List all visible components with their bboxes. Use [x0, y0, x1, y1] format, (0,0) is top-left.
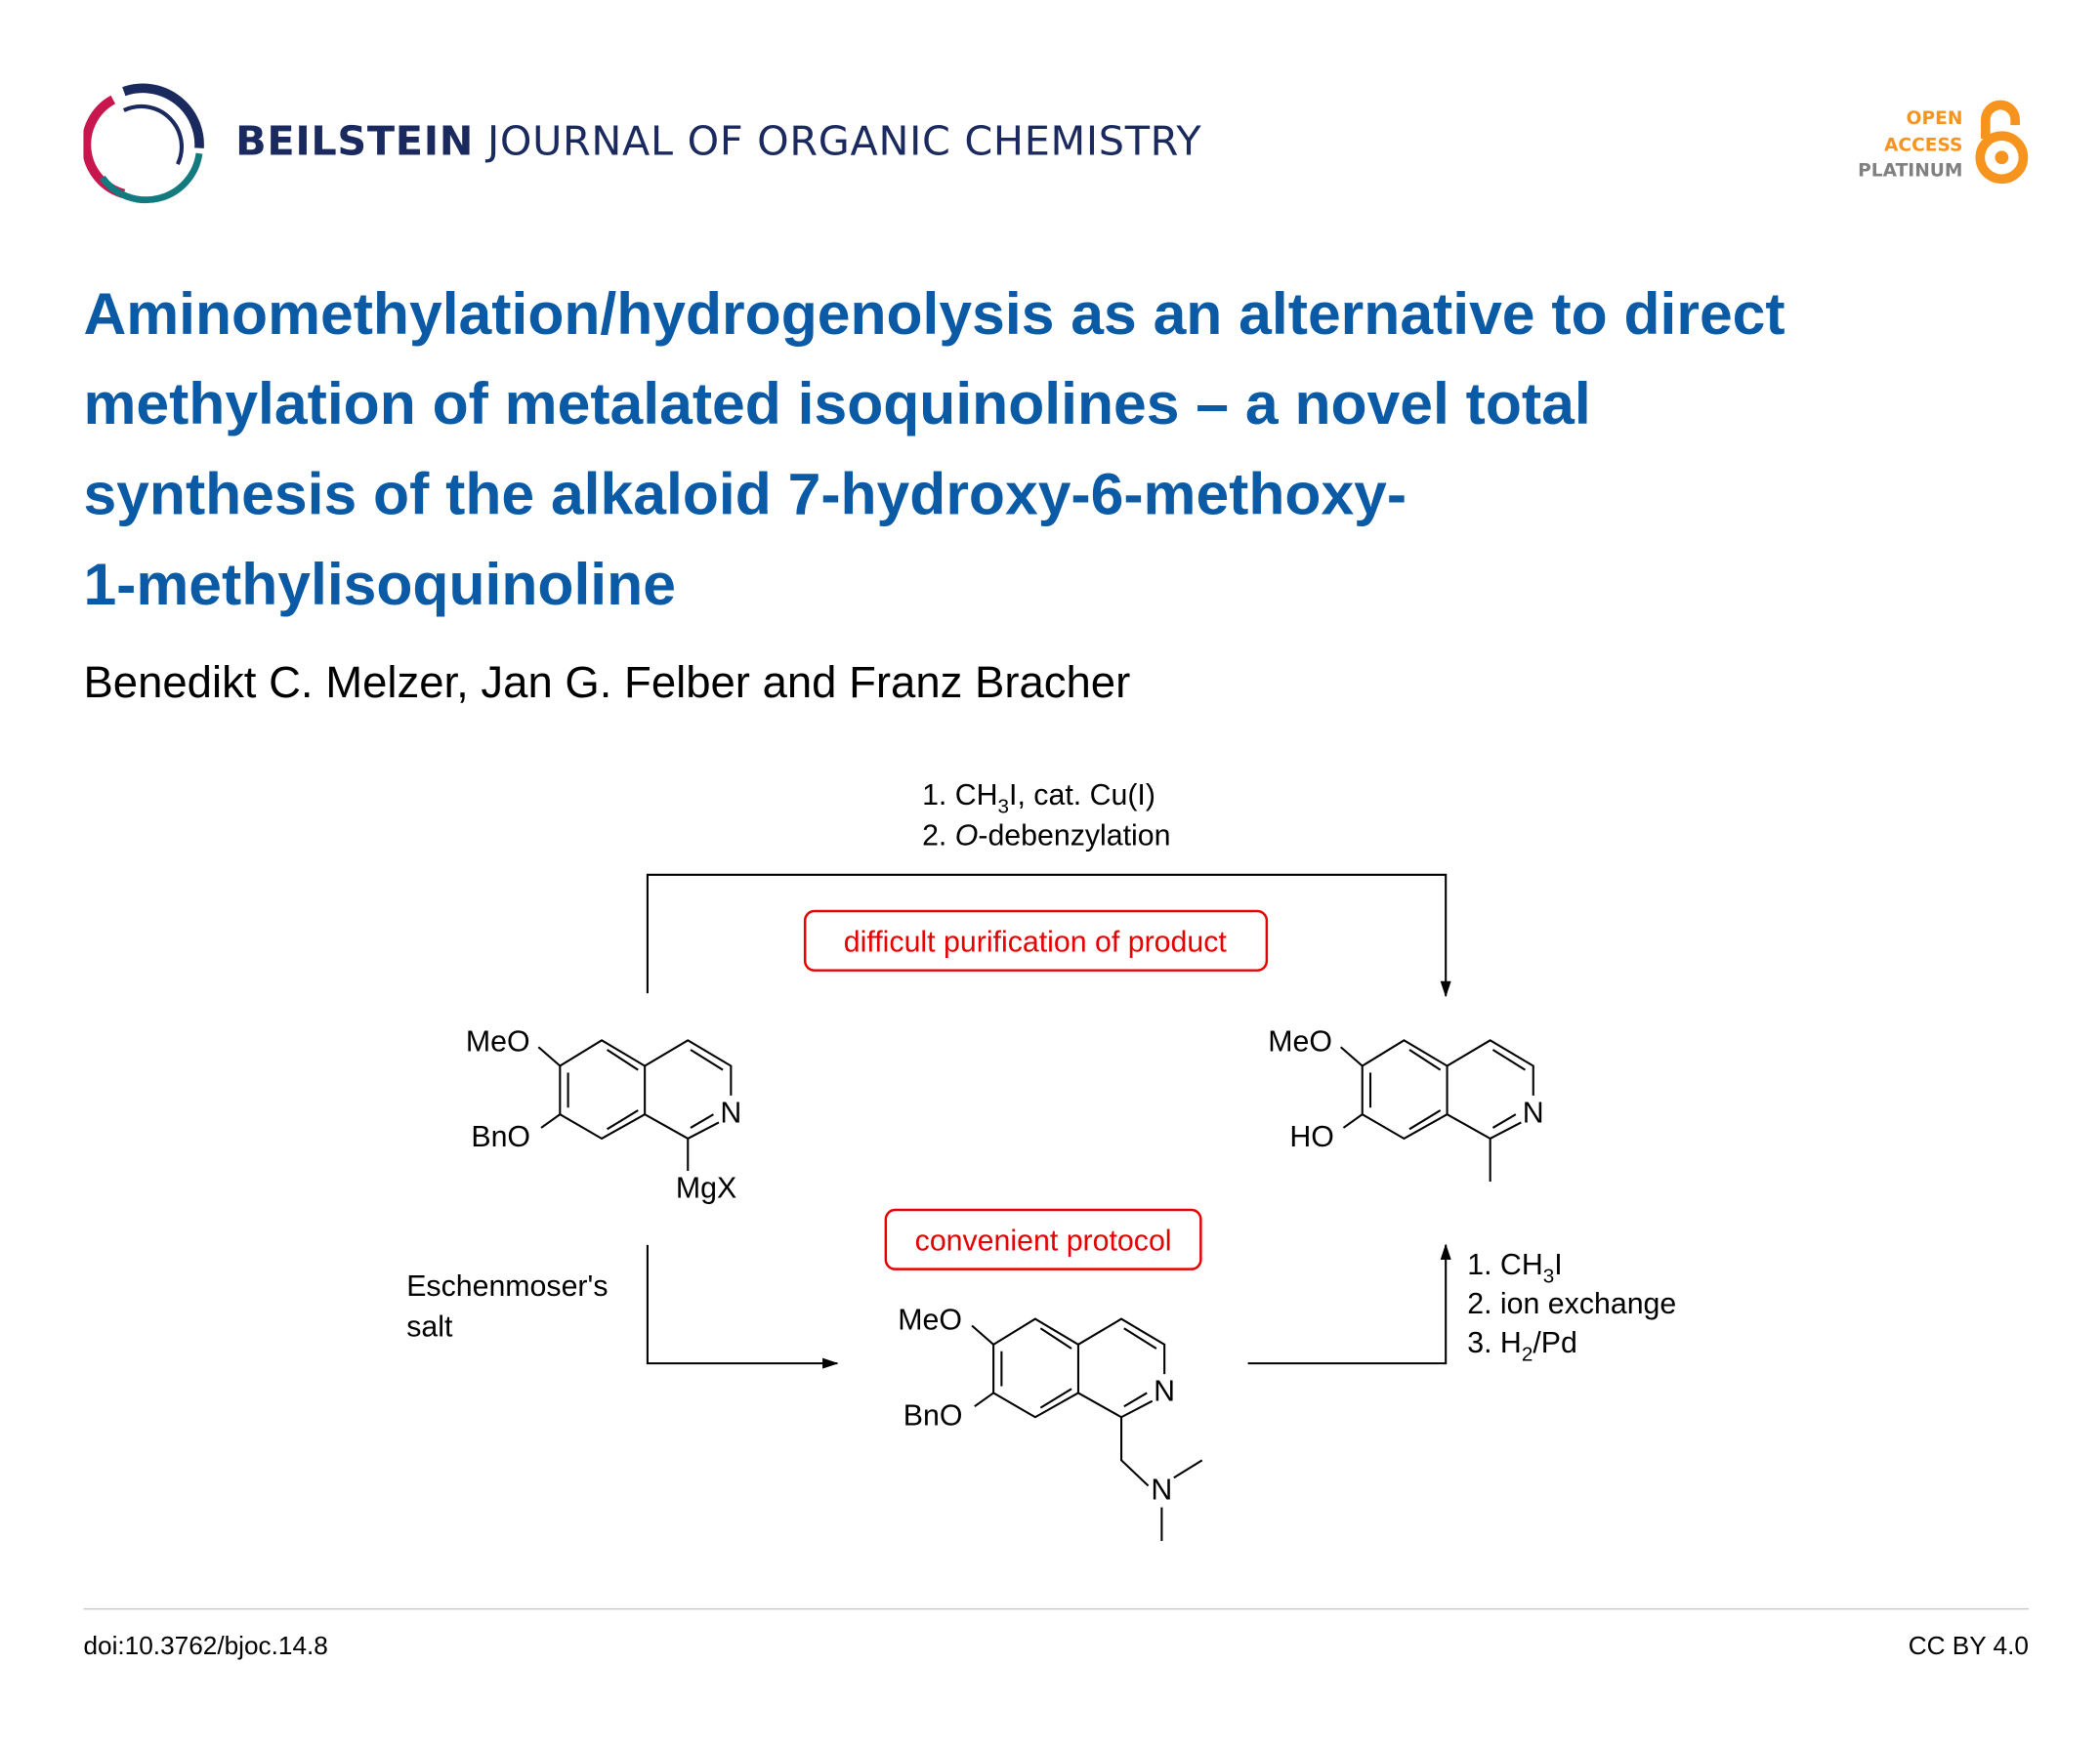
title-line: methylation of metalated isoquinolines –…: [83, 371, 1591, 437]
badge-platinum: PLATINUM: [1858, 160, 1963, 183]
bottom-note-box: [884, 1208, 1202, 1270]
svg-text:2. O-debenzylation: 2. O-debenzylation: [922, 820, 1170, 853]
article-title: Aminomethylation/hydrogenolysis as an al…: [83, 270, 2035, 630]
badge-access: ACCESS: [1884, 134, 1963, 156]
title-line: 1-methylisoquinoline: [83, 552, 676, 618]
authors: Benedikt C. Melzer, Jan G. Felber and Fr…: [83, 656, 1131, 707]
badge-open: OPEN: [1906, 107, 1963, 130]
top-conditions: 1. CH3I, cat. Cu(I) 2. O-debenzylation: [922, 779, 1170, 852]
doi-link[interactable]: doi:10.3762/bjoc.14.8: [83, 1632, 328, 1661]
svg-text:N: N: [720, 1097, 741, 1129]
top-note: difficult purification of product: [844, 926, 1228, 958]
journal-name-rest: JOURNAL OF ORGANIC CHEMISTRY: [486, 118, 1202, 166]
svg-text:MgX: MgX: [676, 1173, 736, 1205]
hydrogenolysis-arrow: [1247, 1243, 1451, 1365]
svg-text:MeO: MeO: [466, 1025, 530, 1058]
reagent-salt: salt: [406, 1311, 453, 1344]
svg-text:2. ion exchange: 2. ion exchange: [1467, 1288, 1676, 1320]
open-lock-icon: [1975, 100, 2029, 185]
bottom-note: convenient protocol: [915, 1225, 1172, 1257]
svg-text:MeO: MeO: [1268, 1025, 1332, 1058]
product: MeO HO N: [1268, 1025, 1544, 1183]
svg-text:N: N: [1523, 1097, 1544, 1129]
footer-divider: [83, 1607, 2029, 1610]
open-access-badge: OPEN ACCESS PLATINUM: [1858, 106, 1962, 186]
svg-text:HO: HO: [1289, 1121, 1333, 1153]
svg-text:N: N: [1151, 1474, 1172, 1506]
beilstein-logo-icon: [83, 83, 204, 204]
journal-name-bold: BEILSTEIN: [235, 118, 475, 166]
journal-name: BEILSTEIN JOURNAL OF ORGANIC CHEMISTRY: [235, 118, 1201, 165]
svg-text:MeO: MeO: [898, 1305, 962, 1337]
title-line: Aminomethylation/hydrogenolysis as an al…: [83, 281, 1785, 348]
svg-text:BnO: BnO: [471, 1121, 530, 1153]
svg-text:BnO: BnO: [903, 1400, 963, 1433]
svg-text:1. CH3I, cat. Cu(I): 1. CH3I, cat. Cu(I): [922, 779, 1155, 817]
aminomethyl-intermediate: MeO BnO N N: [898, 1305, 1203, 1542]
right-conditions: 1. CH3I 2. ion exchange 3. H2/Pd: [1467, 1249, 1676, 1365]
direct-methylation-arrow: [646, 873, 1451, 998]
svg-text:3. H2/Pd: 3. H2/Pd: [1467, 1327, 1577, 1365]
starting-material: MeO BnO N MgX: [466, 1025, 741, 1204]
reagent-eschenmoser: Eschenmoser's: [406, 1270, 608, 1303]
aminomethylation-arrow: [646, 1244, 839, 1369]
svg-text:1. CH3I: 1. CH3I: [1467, 1249, 1562, 1287]
title-line: synthesis of the alkaloid 7-hydroxy-6-me…: [83, 461, 1407, 528]
license-label[interactable]: CC BY 4.0: [1908, 1632, 2029, 1661]
top-note-box: [803, 909, 1269, 972]
svg-text:N: N: [1154, 1376, 1175, 1408]
